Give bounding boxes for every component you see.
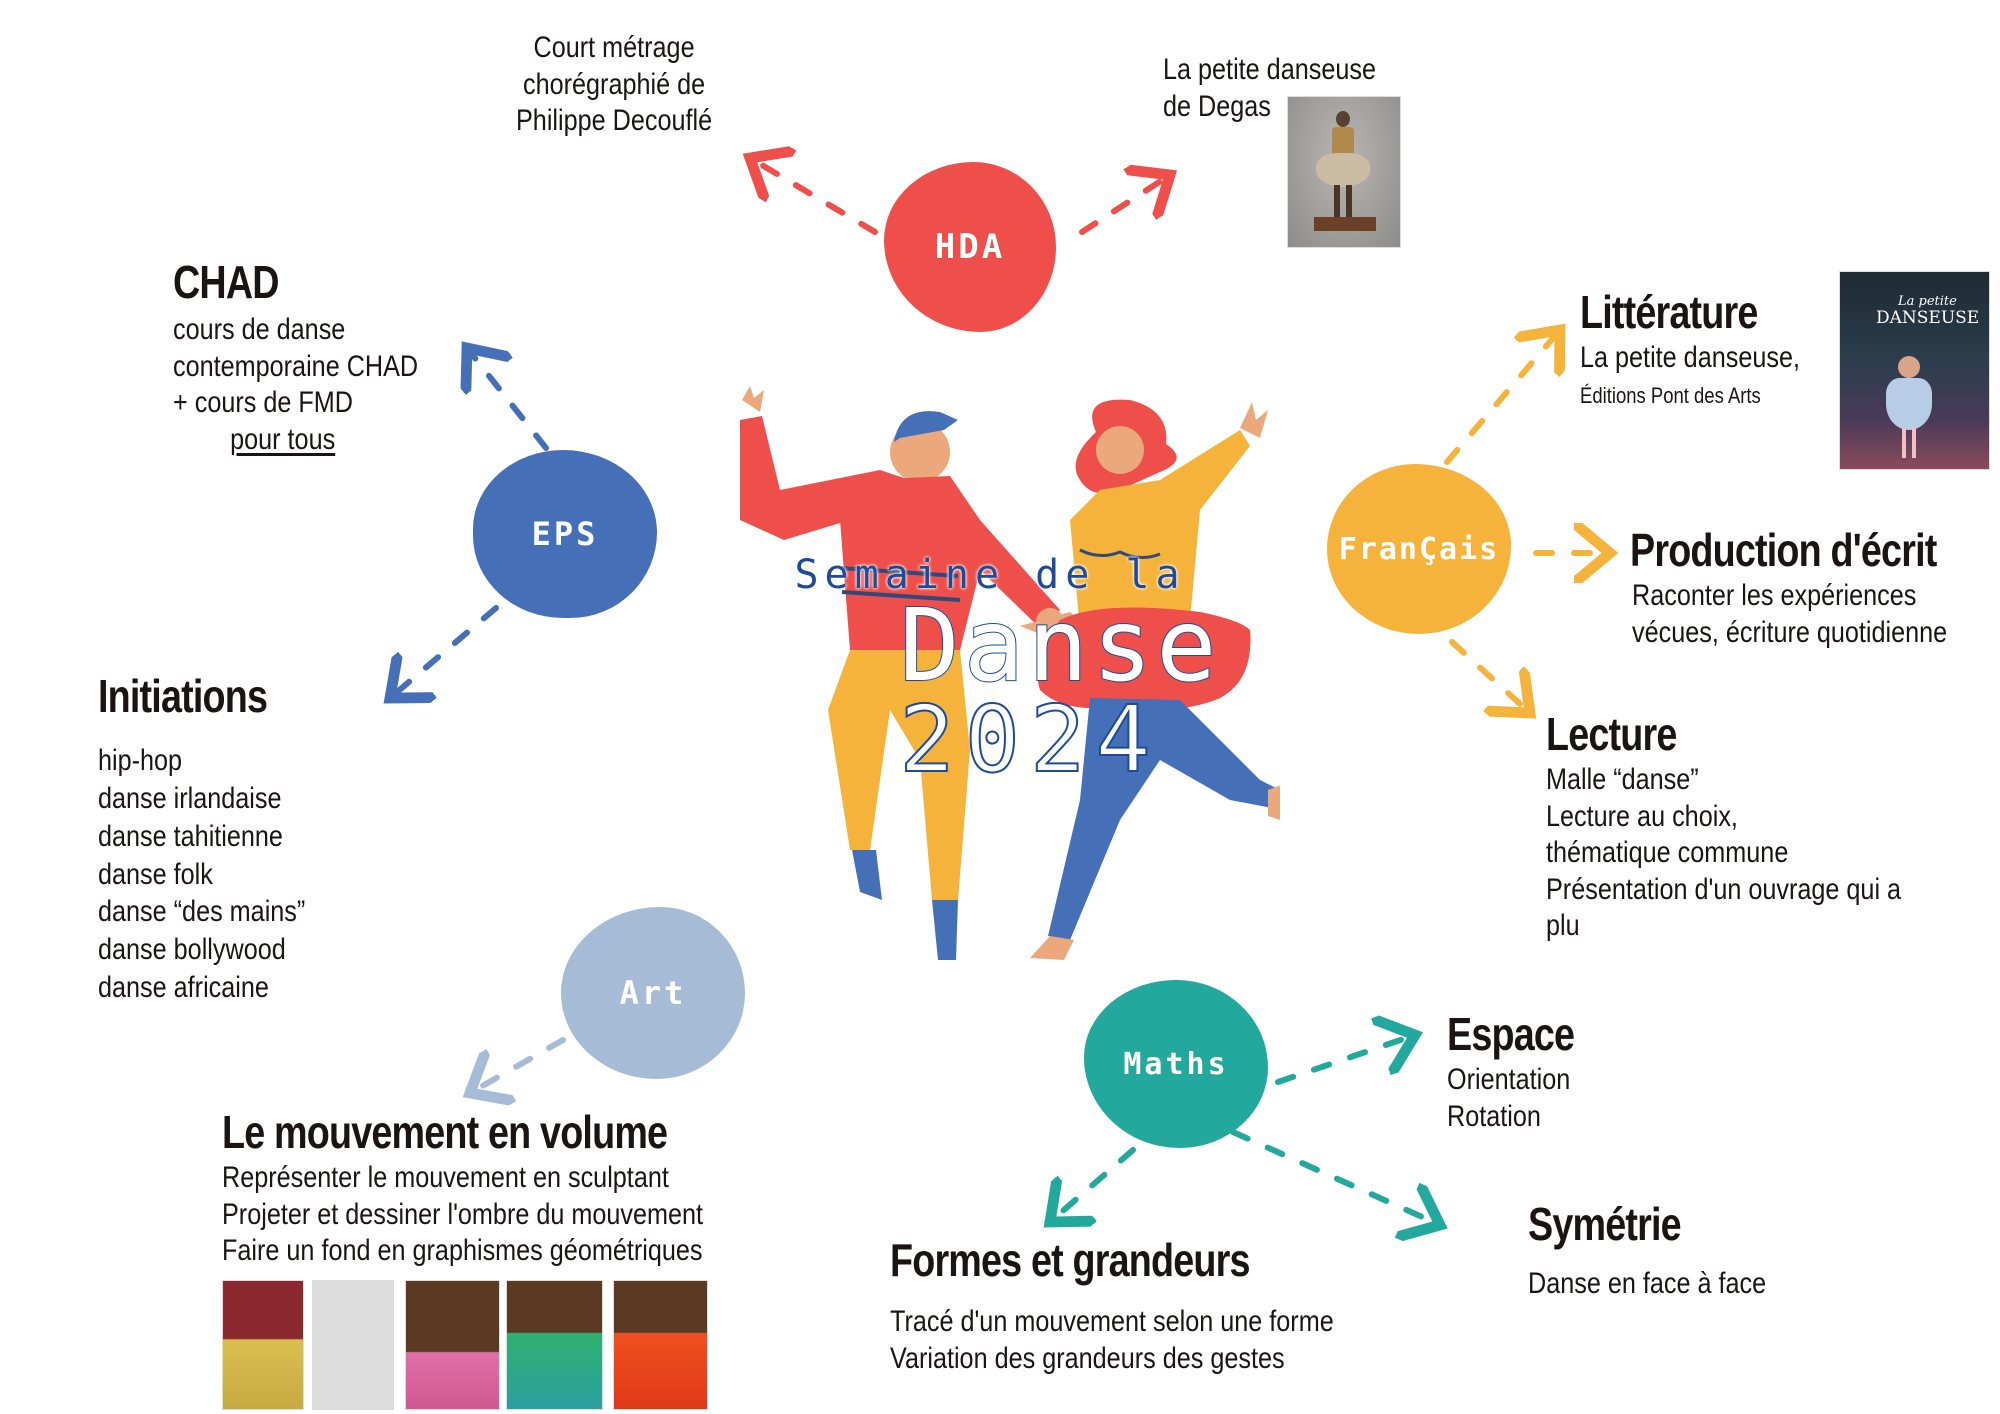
- espace-title: Espace: [1447, 1008, 1575, 1060]
- list-item: danse bollywood: [98, 933, 286, 967]
- list-item: danse folk: [98, 857, 213, 891]
- maths-espace: Espace Orientation Rotation: [1447, 1008, 1575, 1133]
- art-volume: Le mouvement en volume Représenter le mo…: [222, 1106, 704, 1268]
- book-cover-la-petite-danseuse: La petite DANSEUSE: [1839, 271, 1990, 470]
- lecture-title: Lecture: [1546, 708, 1677, 760]
- hub-hda-label: HDA: [934, 227, 1006, 267]
- hub-francais: FranÇais: [1327, 464, 1511, 634]
- hda-court-metrage: Court métrage chorégraphié de Philippe D…: [516, 31, 713, 138]
- center-title-year: 2024: [898, 686, 1161, 793]
- hub-art-label: Art: [619, 974, 687, 1012]
- francais-production: Production d'écrit Raconter les expérien…: [1630, 524, 1948, 649]
- list-item: danse “des mains”: [98, 895, 306, 929]
- formes-title: Formes et grandeurs: [890, 1234, 1250, 1286]
- francais-litterature: Littérature La petite danseuse, Éditions…: [1580, 286, 1800, 408]
- center-title-danse: Danse: [898, 587, 1221, 704]
- hub-eps-label: EPS: [531, 515, 599, 553]
- list-item: danse irlandaise: [98, 781, 282, 815]
- sculpture-photo-4: [506, 1280, 603, 1410]
- arrow-hda-degas: [1079, 175, 1170, 235]
- arrow-eps-chad: [467, 348, 549, 451]
- center-subtitle: Semaine de la: [794, 552, 1186, 598]
- volume-title: Le mouvement en volume: [222, 1106, 668, 1158]
- arrow-francais-lecture: [1449, 639, 1530, 713]
- degas-statue-photo: [1287, 96, 1401, 248]
- maths-symetrie: Symétrie Danse en face à face: [1528, 1198, 1767, 1301]
- arrow-maths-symetrie: [1230, 1129, 1440, 1225]
- center-title: Semaine de la Danse 2024: [760, 552, 1220, 787]
- list-item: danse tahitienne: [98, 819, 283, 853]
- arrow-francais-litterature: [1444, 330, 1560, 465]
- eps-chad: CHAD cours de danse contemporaine CHAD +…: [173, 254, 465, 458]
- arrow-maths-espace: [1275, 1035, 1415, 1085]
- hub-art: Art: [561, 907, 745, 1079]
- hub-maths: Maths: [1084, 980, 1268, 1148]
- arrow-hda-court-metrage: [750, 158, 878, 235]
- sculpture-photo-3: [405, 1280, 500, 1410]
- litterature-title: Littérature: [1580, 286, 1758, 338]
- chad-title: CHAD: [173, 256, 280, 308]
- maths-formes: Formes et grandeurs Tracé d'un mouvement…: [890, 1234, 1334, 1375]
- hub-hda: HDA: [884, 162, 1056, 332]
- production-title: Production d'écrit: [1630, 524, 1937, 576]
- arrow-art-volume: [470, 1037, 566, 1093]
- dancers-illustration: [740, 386, 1280, 960]
- arrow-eps-initiations: [390, 605, 499, 698]
- symetrie-title: Symétrie: [1528, 1198, 1682, 1250]
- sculpture-photo-5: [613, 1280, 708, 1410]
- chad-emphasis: pour tous: [230, 422, 336, 456]
- arrow-maths-formes: [1050, 1147, 1136, 1222]
- francais-lecture: Lecture Malle “danse” Lecture au choix, …: [1546, 708, 1902, 943]
- hda-degas: La petite danseuse de Degas: [1163, 53, 1376, 123]
- hub-eps: EPS: [473, 450, 657, 618]
- eps-initiations: Initiations hip-hop danse irlandaise dan…: [98, 668, 345, 1007]
- initiations-title: Initiations: [98, 670, 268, 722]
- sculpture-photo-1: [222, 1280, 304, 1410]
- hub-francais-label: FranÇais: [1338, 531, 1500, 567]
- list-item: hip-hop: [98, 744, 183, 778]
- hub-maths-label: Maths: [1123, 1046, 1229, 1082]
- list-item: danse africaine: [98, 970, 269, 1004]
- sculpture-photo-2: [312, 1280, 394, 1410]
